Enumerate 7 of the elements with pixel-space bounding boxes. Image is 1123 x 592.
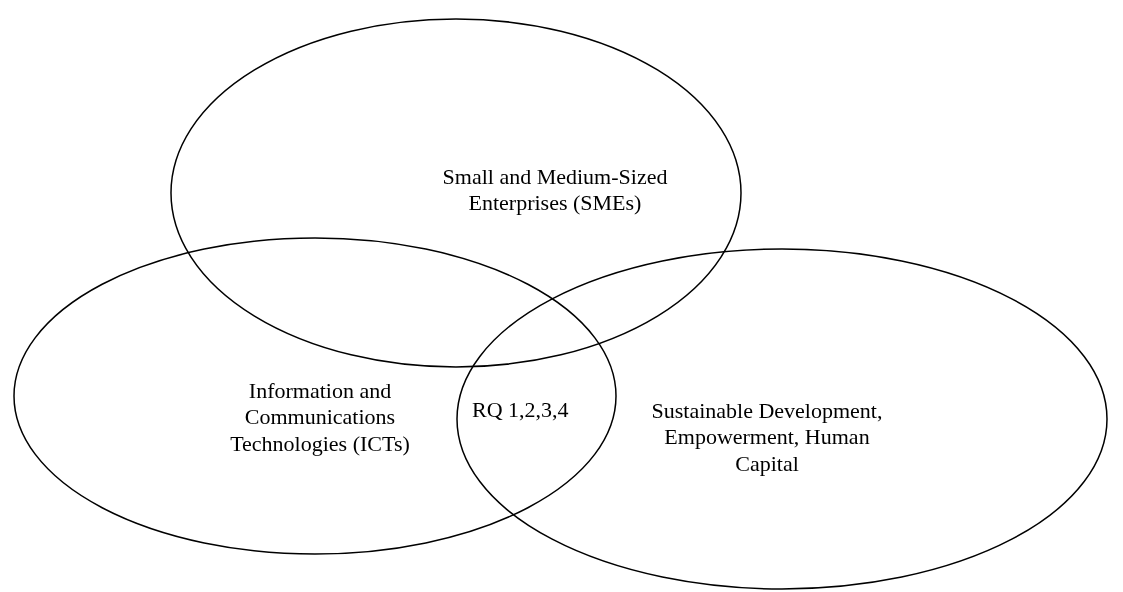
intersection-label: RQ 1,2,3,4 bbox=[472, 398, 569, 423]
set-label: Small and Medium-Sized Enterprises (SMEs) bbox=[441, 163, 669, 217]
set-label: Information and Communications Technologies (ICTs) bbox=[229, 378, 411, 458]
venn-ellipse bbox=[456, 248, 1108, 590]
venn-ellipse bbox=[13, 237, 617, 555]
set-label: Sustainable Development, Empowerment, Human Capital bbox=[650, 398, 884, 478]
venn-ellipse bbox=[170, 18, 742, 368]
